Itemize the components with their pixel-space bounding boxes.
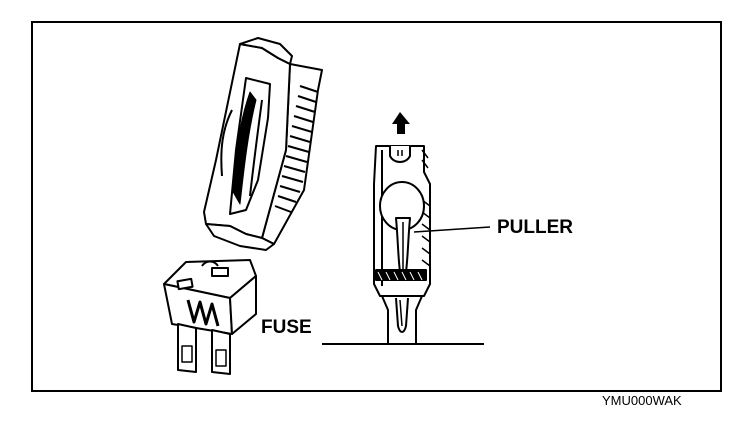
fuse-label: FUSE — [261, 317, 312, 338]
puller-tool-upright — [373, 145, 431, 297]
blade-fuse — [163, 259, 257, 375]
figure-code: YMU000WAK — [602, 393, 682, 408]
figure-frame — [31, 21, 722, 392]
puller-leader-line — [413, 226, 491, 233]
puller-tool-tilted — [203, 37, 323, 251]
pull-direction-arrow-icon — [392, 112, 410, 134]
puller-grip-ribs — [274, 85, 319, 213]
fuse-in-puller — [381, 295, 423, 345]
puller-label: PULLER — [497, 217, 573, 238]
